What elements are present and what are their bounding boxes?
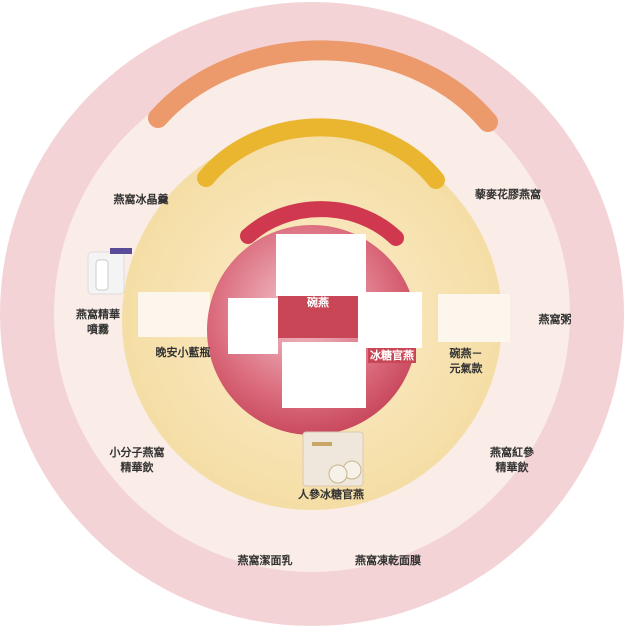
inner-block-right xyxy=(358,292,422,348)
outer-label-6: 燕窩潔面乳 xyxy=(237,554,293,567)
arc-inner xyxy=(240,201,404,246)
arc-middle xyxy=(197,118,445,189)
middle-label-1: 碗燕－ 元氣款 xyxy=(449,347,483,375)
inner-block-highlight xyxy=(278,296,358,338)
outer-label-2: 燕窩精華 噴霧 xyxy=(76,308,120,336)
arc-outer xyxy=(148,40,498,132)
inner-block-top xyxy=(276,234,366,296)
inner-block-bottom xyxy=(282,342,366,408)
inner-label-1: 冰糖官燕 xyxy=(368,348,416,363)
inner-label-0: 碗燕 xyxy=(307,296,329,309)
middle-label-2: 人參冰糖官燕 xyxy=(298,488,364,501)
gift-box-image xyxy=(302,431,364,487)
inner-block-left xyxy=(228,298,278,354)
middle-label-0: 晚安小藍瓶 xyxy=(155,346,211,359)
spray-product-image xyxy=(87,248,132,295)
middle-ring-band-right xyxy=(438,294,510,342)
outer-label-4: 小分子燕窩 精華飲 xyxy=(109,446,165,474)
middle-ring-band-left xyxy=(138,292,210,337)
outer-label-5: 燕窩紅參 精華飲 xyxy=(490,446,534,474)
outer-label-7: 燕窩凍乾面膜 xyxy=(355,554,421,567)
outer-label-3: 燕窩粥 xyxy=(538,313,572,326)
outer-label-1: 藜麥花膠燕窩 xyxy=(475,188,541,201)
outer-label-0: 燕窩冰晶羹 xyxy=(113,193,169,206)
